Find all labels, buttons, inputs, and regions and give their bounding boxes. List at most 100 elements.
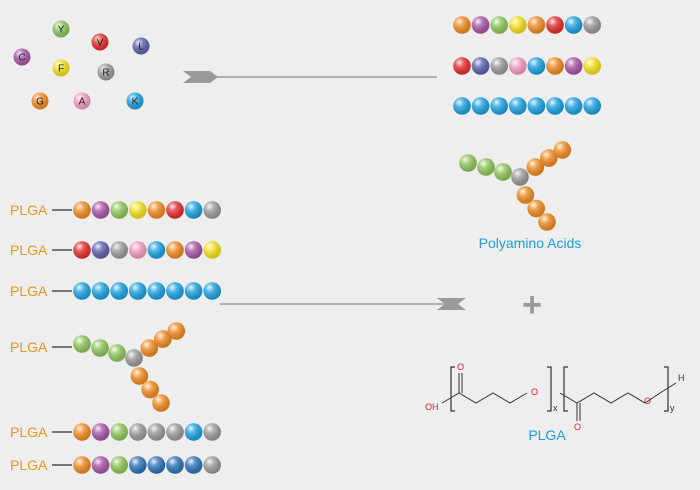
bracket-1-left	[450, 366, 455, 412]
conjugate-bead	[203, 423, 221, 441]
amino-acid-bead: C	[13, 48, 31, 66]
amino-acid-letter: V	[97, 38, 104, 49]
amino-acid-letter: L	[138, 42, 144, 53]
plga-conjugate-row: PLGA	[10, 456, 221, 474]
chain-bead	[583, 57, 601, 75]
amino-acid-letter: R	[102, 68, 109, 79]
branch-bead-down	[152, 394, 170, 412]
bracket-2-left	[563, 366, 568, 412]
polyamino-acid-chains	[453, 16, 601, 115]
arrow-to-conjugates	[220, 298, 466, 310]
chain-bead	[527, 97, 546, 115]
chain-bead	[546, 16, 564, 34]
chain-bead	[509, 97, 527, 115]
plga-label: PLGA	[10, 242, 48, 258]
chain-bead	[471, 16, 490, 34]
conjugate-bead	[147, 201, 166, 219]
chain-bead	[453, 16, 471, 34]
branched-polyamino-acid	[459, 141, 572, 231]
branch-bead-left	[73, 335, 91, 353]
carbonyl-o-2: O	[574, 422, 581, 432]
amino-acid-letter: Y	[58, 25, 65, 36]
plga-label: PLGA	[10, 424, 48, 440]
plga-label: PLGA	[10, 457, 48, 473]
conjugate-bead	[129, 241, 147, 259]
chain-bead	[564, 57, 583, 75]
polyamino-acids-caption: Polyamino Acids	[479, 235, 582, 251]
chain-bead	[546, 57, 564, 75]
conjugate-bead	[91, 423, 110, 441]
conjugate-bead	[184, 241, 203, 259]
chain-bead	[583, 16, 601, 34]
free-amino-acids: C Y V L F R G A K	[13, 20, 150, 110]
polyamino-chain	[453, 16, 601, 34]
plga-bond-glycolide	[559, 382, 677, 404]
amino-acid-letter: A	[79, 97, 86, 108]
conjugate-bead	[184, 456, 203, 474]
conjugate-bead	[91, 201, 110, 219]
conjugate-bead	[110, 423, 128, 441]
chain-bead	[453, 57, 471, 75]
plga-caption: PLGA	[528, 427, 566, 443]
plga-label: PLGA	[10, 202, 48, 218]
chain-bead	[564, 16, 583, 34]
conjugate-bead	[73, 241, 91, 259]
bracket-2-right	[664, 366, 669, 412]
chain-bead	[471, 57, 490, 75]
conjugate-bead	[166, 423, 184, 441]
chain-bead	[546, 97, 564, 115]
ester-o-2: O	[644, 396, 651, 406]
conjugate-bead	[166, 456, 184, 474]
conjugate-bead	[203, 241, 221, 259]
conjugate-bead	[73, 282, 91, 300]
chain-bead	[527, 16, 546, 34]
plga-branched-conjugate: PLGA	[10, 322, 186, 412]
arrow-to-amino-acids	[183, 71, 437, 83]
chain-bead	[490, 16, 509, 34]
conjugate-bead	[203, 282, 221, 300]
branch-bead-left	[459, 154, 477, 172]
conjugate-bead	[129, 456, 147, 474]
subscript-x: x	[553, 403, 558, 413]
arrow-head-top	[183, 71, 218, 83]
branch-bead-up	[526, 158, 545, 176]
amino-acid-letter: G	[36, 97, 44, 108]
chain-bead	[471, 97, 490, 115]
polyamino-chain	[453, 97, 601, 115]
plga-label: PLGA	[10, 283, 48, 299]
carbonyl-o-1: O	[457, 362, 464, 372]
branch-hub-bead	[125, 349, 143, 367]
amino-acid-bead: R	[97, 63, 115, 81]
branch-bead-down	[130, 367, 149, 385]
branch-bead-left	[477, 158, 495, 176]
chain-bead	[490, 57, 509, 75]
amino-acid-letter: K	[132, 97, 139, 108]
branch-bead-up	[154, 330, 172, 348]
branch-bead-left	[91, 339, 109, 357]
amino-acid-bead: L	[132, 37, 150, 55]
bracket-1-right	[547, 366, 552, 412]
arrow-head-bottom	[437, 298, 466, 310]
amino-acid-bead: Y	[52, 20, 70, 38]
conjugate-bead	[73, 423, 91, 441]
branch-bead-down	[538, 213, 556, 231]
conjugate-bead	[129, 201, 147, 219]
plga-bond-lactide	[441, 392, 528, 404]
conjugate-bead	[184, 282, 203, 300]
oh-label: OH	[425, 402, 439, 412]
conjugate-bead	[147, 282, 166, 300]
conjugate-bead	[73, 201, 91, 219]
amino-acid-letter: F	[58, 64, 64, 75]
branch-bead-left	[494, 163, 512, 181]
branch-bead-up	[167, 322, 186, 340]
conjugate-bead	[91, 456, 110, 474]
chain-bead	[564, 97, 583, 115]
chain-bead	[527, 57, 546, 75]
conjugate-bead	[147, 456, 166, 474]
ester-o-1: O	[531, 387, 538, 397]
conjugate-bead	[184, 201, 203, 219]
plga-label: PLGA	[10, 339, 48, 355]
polyamino-chain	[453, 57, 601, 75]
branch-bead-up	[553, 141, 572, 159]
conjugate-bead	[91, 241, 110, 259]
